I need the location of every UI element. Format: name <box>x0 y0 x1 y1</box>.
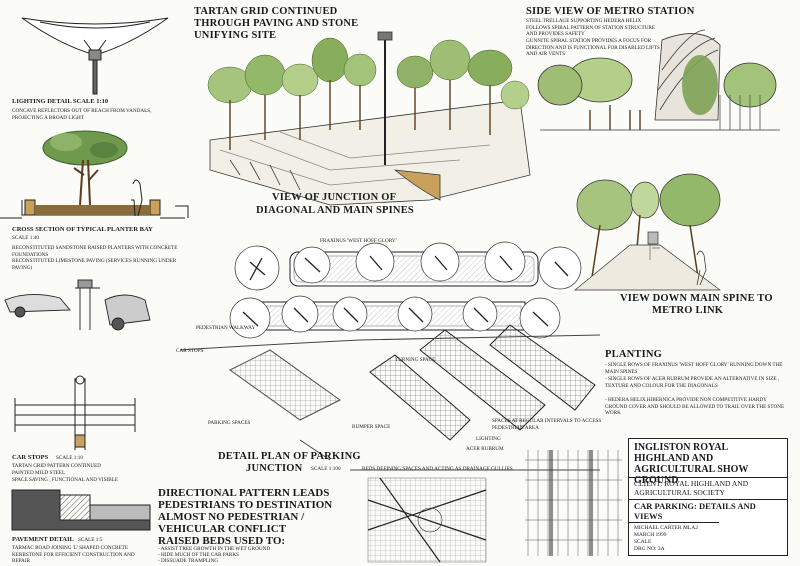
directional-line2: PEDESTRIANS TO DESTINATION <box>158 499 333 511</box>
junction-trees <box>207 37 530 150</box>
planting-bullet2: - SINGLE ROWS OF ACER RUBRUM PROVIDE AN … <box>605 376 780 389</box>
drawing-number: DRG NO: 3A <box>634 546 665 552</box>
planting-title: PLANTING <box>605 349 663 360</box>
car-stops-note2: PAINTED MILD STEEL <box>12 470 66 476</box>
junction-view-line1: VIEW OF JUNCTION OF <box>272 192 397 203</box>
label-bumper-space: BUMPER SPACE <box>352 424 391 430</box>
tartan-title-line3: UNIFYING SITE <box>194 30 277 41</box>
car-sketch <box>4 279 151 331</box>
lighting-note: CONCAVE REFLECTORS OUT OF REACH FROM VAN… <box>12 108 152 121</box>
metro-note2: GUNNITE SPIRAL STATION PROVIDES A FOCUS … <box>526 38 660 57</box>
project-name-line3: AGRICULTURAL SHOW GROUND <box>634 464 749 486</box>
car-stops-title: CAR STOPS <box>12 454 49 461</box>
directional-bullet1: - ASSIST TREE GROWTH IN THE WET GROUND <box>158 546 271 552</box>
directional-line3: ALMOST NO PEDESTRIAN / <box>158 511 305 523</box>
directional-line5: RAISED BEDS USED TO: <box>158 535 286 547</box>
planting-bullet1: - SINGLE ROWS OF FRAXINUS 'WEST HOFF GLO… <box>605 362 783 375</box>
detail-plan-line1: DETAIL PLAN OF PARKING <box>218 451 361 462</box>
planter-note1: RECONSTITUTED SANDSTONE RAISED PLANTERS … <box>12 245 178 258</box>
directional-bullet2: - HIDE MUCH OF THE CAR PARKS <box>158 552 239 558</box>
pavement-scale: SCALE 1:5 <box>78 537 103 543</box>
parking-junction-plan <box>179 241 601 471</box>
label-beds: BEDS DEFINING SPACES AND ACTING AS DRAIN… <box>362 466 513 472</box>
pavement-note: TARMAC ROAD JOINING 'L' SHAPED CONCRETE … <box>12 545 135 564</box>
metro-note1: STEEL TRELLAGE SUPPORTING HEDERA HELIX F… <box>526 18 656 37</box>
metro-title: SIDE VIEW OF METRO STATION <box>526 6 695 17</box>
lighting-title: LIGHTING DETAIL SCALE 1:10 <box>12 98 109 105</box>
car-stops-note3: SPACE SAVING , FUNCTIONAL AND VISIBLE <box>12 477 119 483</box>
car-stops-note1: TARTAN GRID PATTERN CONTINUED <box>12 463 102 469</box>
grid-pattern-plan <box>525 450 622 556</box>
label-spaces-access: SPACES AT REGULAR INTERVALS TO ACCESS PE… <box>492 418 602 431</box>
label-parking-spaces: PARKING SPACES <box>208 420 251 426</box>
label-turning-space: TURNING SPACE <box>395 357 436 363</box>
directional-line4: VEHICULAR CONFLICT <box>158 523 287 535</box>
junction-view-line2: DIAGONAL AND MAIN SPINES <box>256 205 414 216</box>
pavement-title: PAVEMENT DETAIL <box>12 536 74 543</box>
project-name-line1: INGLISTON ROYAL <box>634 442 729 453</box>
detail-plan-scale: SCALE 1:100 <box>311 466 341 472</box>
drawing-subject-line2: VIEWS <box>634 511 663 521</box>
tartan-title-line2: THROUGH PAVING AND STONE <box>194 18 359 29</box>
lighting-detail-drawing <box>21 17 169 95</box>
pavement-detail-drawing <box>11 489 151 531</box>
label-fraxinus: FRAXINUS 'WEST HOFF GLORY' <box>320 238 397 244</box>
tartan-title-line1: TARTAN GRID CONTINUED <box>194 6 338 17</box>
drawing-date: MARCH 1999 <box>634 532 667 538</box>
directional-bullet3: - DISSUADE TRAMPLING <box>158 558 219 564</box>
author-name: MICHAEL CARTER MLA2 <box>634 525 698 531</box>
planter-scale: SCALE 1:40 <box>12 235 39 241</box>
project-name-line2: HIGHLAND AND <box>634 453 714 464</box>
car-stops-scale: SCALE 1:10 <box>56 455 83 461</box>
car-stops-detail-drawing <box>14 375 136 450</box>
client-name: CLIENT: ROYAL HIGHLAND AND AGRICULTURAL … <box>634 479 749 497</box>
detail-plan-line2: JUNCTION <box>246 463 303 474</box>
planting-bullet3: - HEDERA HELIX HIBERNICA PROVIDE NON COM… <box>605 397 785 416</box>
planter-note2: RECONSTITUTED LIMESTONE PAVING (SERVICES… <box>12 258 177 271</box>
planter-section-drawing <box>0 130 189 219</box>
label-car-stops: CAR STOPS <box>176 348 204 354</box>
spine-view-line2: METRO LINK <box>652 305 724 316</box>
metro-station-sketch <box>537 29 780 131</box>
drawing-subject-line1: CAR PARKING: DETAILS AND <box>634 501 756 511</box>
main-spine-sketch <box>574 173 722 291</box>
label-pedestrian-walkway: PEDESTRIAN WALKWAY <box>196 325 256 331</box>
planter-title: CROSS SECTION OF TYPICAL PLANTER BAY <box>12 226 153 233</box>
title-block: INGLISTON ROYAL HIGHLAND AND AGRICULTURA… <box>628 438 788 556</box>
label-acer-rubrum: ACER RUBRUM <box>466 446 504 452</box>
directional-line1: DIRECTIONAL PATTERN LEADS <box>158 487 330 499</box>
label-lighting: LIGHTING <box>476 436 501 442</box>
spine-view-line1: VIEW DOWN MAIN SPINE TO <box>620 293 773 304</box>
site-plan-inset <box>367 477 487 563</box>
drawing-scale: SCALE <box>634 539 652 545</box>
